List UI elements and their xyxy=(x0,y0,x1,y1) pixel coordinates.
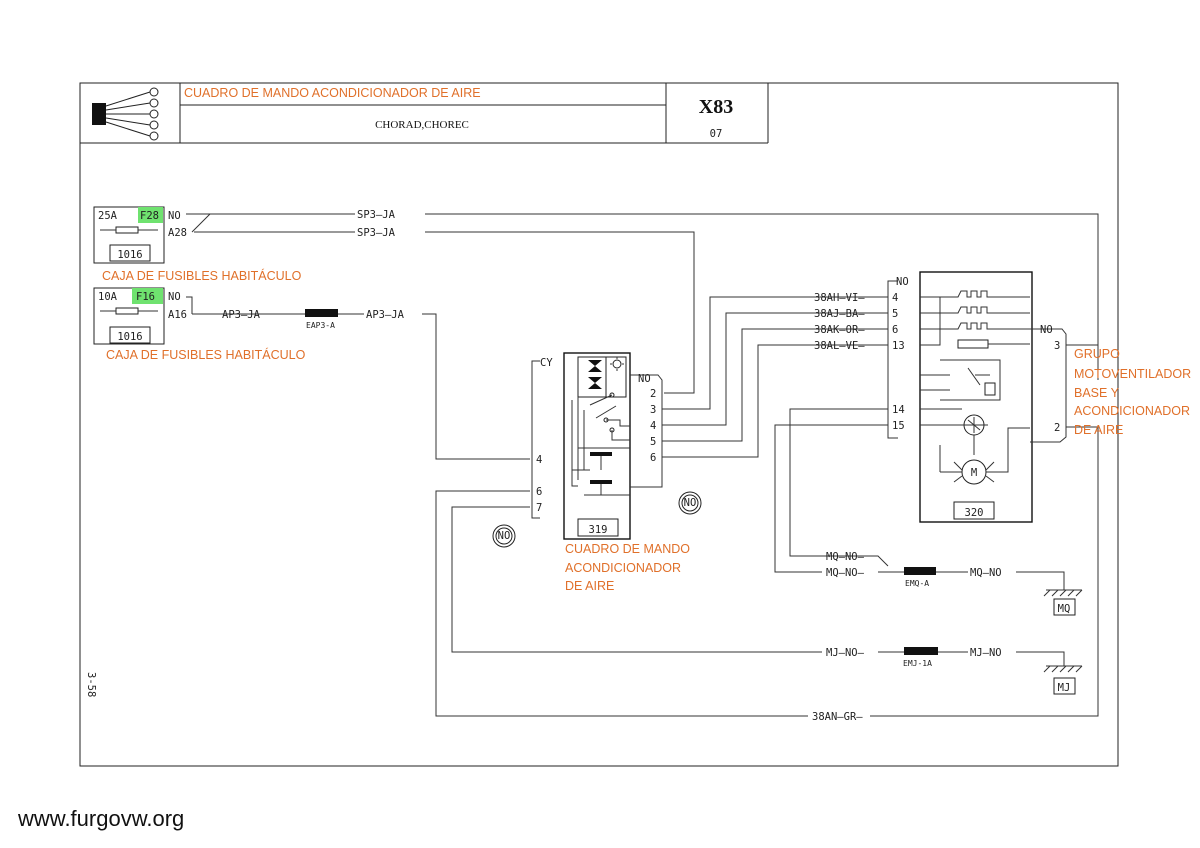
svg-text:NO: NO xyxy=(498,530,511,542)
module-label-line2: MOTOVENTILADOR xyxy=(1074,367,1191,381)
svg-text:NO: NO xyxy=(684,497,697,509)
pin-left-6: 6 xyxy=(536,486,542,498)
header-title: CUADRO DE MANDO ACONDICIONADOR DE AIRE xyxy=(184,86,481,100)
pin-right-3: 3 xyxy=(1054,340,1060,352)
fuse-pin-out: A28 xyxy=(168,227,187,239)
wire-label-38aj: 38AJ—BA— xyxy=(814,308,865,320)
pin-no-top: NO xyxy=(896,276,909,288)
wire-label-ap3-left: AP3—JA xyxy=(222,309,261,321)
wire-label-mj1: MJ—NO— xyxy=(826,647,865,659)
wire-ap3: AP3—JA EAP3-A AP3—JA xyxy=(186,296,530,460)
module-label-line2: ACONDICIONADOR xyxy=(565,561,681,575)
pin-right-4: 4 xyxy=(650,420,656,432)
module-label-line1: GRUPO xyxy=(1074,347,1120,361)
fuse-box-f16: 10A F16 1016 NO A16 CAJA DE FUSIBLES HAB… xyxy=(93,287,306,362)
wire-label-ap3-right: AP3—JA xyxy=(366,309,405,321)
module-id-320: 320 xyxy=(965,507,984,519)
wire-mj: MJ—NO— EMJ-1A MJ—NO MJ xyxy=(451,506,1083,695)
fuse-number: F16 xyxy=(136,291,155,303)
wire-label-mq2: MQ—NO— xyxy=(826,567,865,579)
fuse-pin-out: A16 xyxy=(168,309,187,321)
wire-label-sp3-bottom: SP3—JA xyxy=(357,227,396,239)
motor-symbol: M xyxy=(971,467,977,479)
module-label-line3: DE AIRE xyxy=(565,579,614,593)
module-label-line1: CUADRO DE MANDO xyxy=(565,542,690,556)
wire-label-mj2: MJ—NO xyxy=(970,647,1002,659)
control-panel-319: CY 4 6 7 319 NO 2 3 4 5 6 CUADRO DE MAND… xyxy=(531,352,690,593)
pin-right-6: 6 xyxy=(650,452,656,464)
pin-left-4: 4 xyxy=(892,292,898,304)
module-label-line3: BASE Y xyxy=(1074,386,1120,400)
pin-left-15: 15 xyxy=(892,420,905,432)
no-marker-right: NO xyxy=(678,491,702,515)
fuse-pin-top: NO xyxy=(168,210,181,222)
connector-icon xyxy=(92,87,159,141)
blower-unit-320: NO 4 5 6 13 14 15 M 320 NO 3 2 GRUPO M xyxy=(435,271,1191,717)
wires-38a: 38AH—VI— 38AJ—BA— 38AK—OR— 38AL—VE— xyxy=(662,292,888,458)
fuse-pin-top: NO xyxy=(168,291,181,303)
module-label-line5: DE AIRE xyxy=(1074,423,1123,437)
wire-label-38ak: 38AK—OR— xyxy=(814,324,865,336)
wire-label-38an: 38AN—GR— xyxy=(812,711,863,723)
header-sheet: 07 xyxy=(710,128,723,140)
pin-left-5: 5 xyxy=(892,308,898,320)
wire-label-38al: 38AL—VE— xyxy=(814,340,865,352)
splice-emq: EMQ-A xyxy=(905,579,929,588)
pin-no: NO xyxy=(638,373,651,385)
pin-left-7: 7 xyxy=(536,502,542,514)
fuse-amp: 10A xyxy=(98,291,118,303)
fuse-amp: 25A xyxy=(98,210,118,222)
wire-label-mq3: MQ—NO xyxy=(970,567,1002,579)
pin-left-4: 4 xyxy=(536,454,542,466)
pin-right-3: 3 xyxy=(650,404,656,416)
ground-mq: MQ xyxy=(1058,603,1071,615)
site-watermark: www.furgovw.org xyxy=(17,806,184,831)
wire-sp3: SP3—JA SP3—JA xyxy=(186,208,1099,394)
pin-right-5: 5 xyxy=(650,436,656,448)
diagram-frame xyxy=(79,82,1119,767)
wire-mq: MQ—NO— MQ—NO— EMQ-A MQ—NO MQ xyxy=(774,408,1083,616)
header-code: X83 xyxy=(699,96,733,118)
module-label-line4: ACONDICIONADOR xyxy=(1074,404,1190,418)
pin-right-2: 2 xyxy=(650,388,656,400)
fuse-box-f28: 25A F28 1016 NO A28 CAJA DE FUSIBLES HAB… xyxy=(93,206,302,283)
fuse-box-label: CAJA DE FUSIBLES HABITÁCULO xyxy=(106,347,306,362)
splice-eap3: EAP3-A xyxy=(306,321,335,330)
pin-no-right: NO xyxy=(1040,324,1053,336)
fuse-number: F28 xyxy=(140,210,159,222)
pin-left-13: 13 xyxy=(892,340,905,352)
pin-cy: CY xyxy=(540,357,553,369)
wire-label-sp3-top: SP3—JA xyxy=(357,209,396,221)
fuse-box-label: CAJA DE FUSIBLES HABITÁCULO xyxy=(102,268,302,283)
pin-left-6: 6 xyxy=(892,324,898,336)
header-subtitle: CHORAD,CHOREC xyxy=(375,119,469,131)
pin-right-2: 2 xyxy=(1054,422,1060,434)
module-id-319: 319 xyxy=(589,524,608,536)
fuse-box-id: 1016 xyxy=(117,331,142,343)
fuse-box-id: 1016 xyxy=(117,249,142,261)
no-marker-left: NO xyxy=(492,524,516,548)
splice-emj: EMJ-1A xyxy=(903,659,932,668)
ground-mj: MJ xyxy=(1058,682,1071,694)
wire-label-mq1: MQ—NO— xyxy=(826,551,865,563)
pin-left-14: 14 xyxy=(892,404,905,416)
title-block: CUADRO DE MANDO ACONDICIONADOR DE AIRE C… xyxy=(80,83,769,144)
page-reference: 3-58 xyxy=(85,672,97,697)
wire-label-38ah: 38AH—VI— xyxy=(814,292,865,304)
